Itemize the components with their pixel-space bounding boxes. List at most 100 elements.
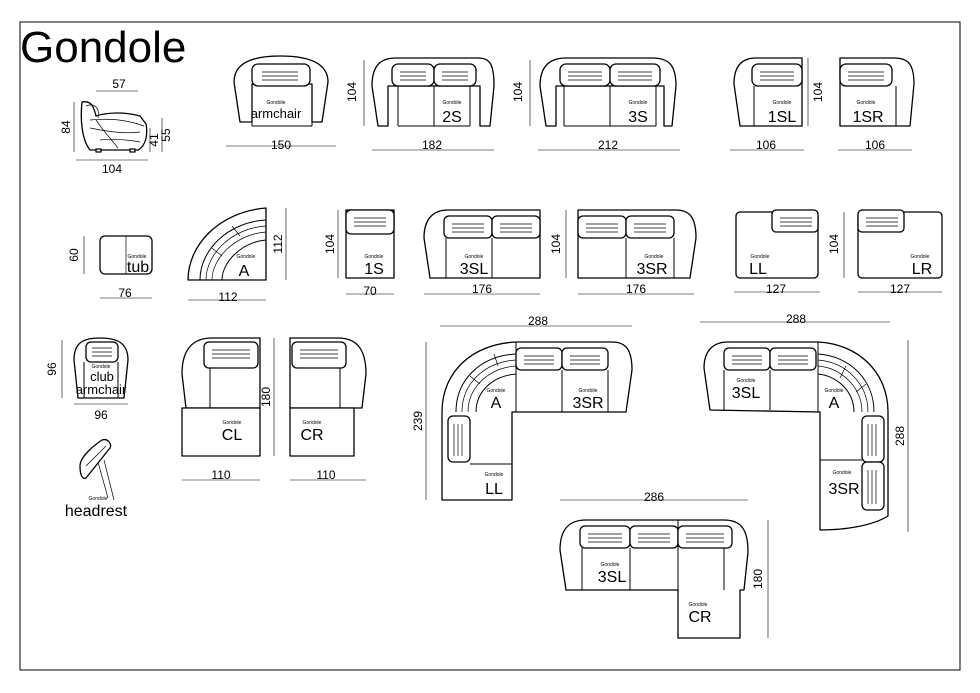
- 3s-label: 3S: [628, 109, 648, 126]
- 3sr-height-dim: 104: [549, 234, 563, 254]
- 3sl-brand-mark: Gondole: [465, 254, 484, 260]
- 1sl-height-dim: 104: [811, 82, 825, 102]
- side-depth-dim: 104: [102, 162, 122, 176]
- headrest-label: headrest: [65, 503, 128, 520]
- comp-right-3sr-brand: Gondole: [833, 470, 852, 476]
- 3sr-width-dim: 176: [626, 282, 646, 296]
- module-cl: Gondole CL 180 110: [181, 337, 275, 482]
- 3s-height-dim: 104: [511, 82, 525, 102]
- cl-label: CL: [222, 427, 243, 444]
- comp-bottom-label-cr: CR: [688, 609, 711, 626]
- composition-right: Gondole 3SL Gondole A Gondole 3SR 288 28…: [700, 312, 909, 532]
- cr-label: CR: [300, 427, 323, 444]
- 1sl-brand-mark: Gondole: [773, 100, 792, 106]
- armchair-label: armchair: [251, 106, 302, 121]
- side-arm-height-dim: 55: [159, 128, 173, 142]
- module-tub: Gondole tub 60 76: [67, 235, 153, 300]
- module-corner-a: Gondole A 112 112: [187, 207, 287, 304]
- comp-right-width-dim: 288: [786, 312, 806, 326]
- corner-a-label: A: [239, 263, 250, 280]
- cl-width-dim: 110: [211, 468, 230, 482]
- 1sr-brand-mark: Gondole: [857, 100, 876, 106]
- comp-right-a-brand: Gondole: [825, 388, 844, 394]
- ll-label: LL: [749, 261, 767, 278]
- comp-left-label-3sr: 3SR: [572, 395, 603, 412]
- side-seat-depth-dim: 57: [112, 77, 126, 91]
- lr-height-dim: 104: [827, 234, 841, 254]
- 1sr-width-dim: 106: [865, 138, 885, 152]
- ll-width-dim: 127: [766, 282, 786, 296]
- club-brand-mark: Gondole: [92, 364, 111, 370]
- 3sr-brand-mark: Gondole: [645, 254, 664, 260]
- cl-height-dim: 180: [259, 387, 273, 407]
- module-3sr: Gondole 3SR 104 176: [549, 209, 697, 296]
- headrest-brand-mark: Gondole: [89, 496, 108, 502]
- page-title: Gondole: [20, 23, 186, 72]
- 3sl-label: 3SL: [460, 261, 489, 278]
- 1s-brand-mark: Gondole: [365, 254, 384, 260]
- club-height-dim: 96: [45, 362, 59, 376]
- module-ll: Gondole LL 127: [734, 209, 820, 296]
- module-cr: Gondole CR 110: [289, 337, 367, 482]
- armchair-width-dim: 150: [271, 138, 291, 152]
- lr-label: LR: [912, 261, 932, 278]
- comp-right-3sl-brand: Gondole: [737, 378, 756, 384]
- armchair-brand-mark: Gondole: [267, 100, 286, 106]
- 3sr-label: 3SR: [636, 261, 667, 278]
- comp-right-label-3sr: 3SR: [828, 481, 859, 498]
- 1sl-label: 1SL: [768, 109, 797, 126]
- 3s-width-dim: 212: [598, 138, 618, 152]
- corner-a-brand-mark: Gondole: [237, 254, 256, 260]
- comp-bottom-label-3sl: 3SL: [598, 569, 627, 586]
- 3s-brand-mark: Gondole: [629, 100, 648, 106]
- side-profile-view: 57 104 84 41 55: [59, 77, 173, 176]
- club-width-dim: 96: [94, 408, 108, 422]
- comp-left-a-brand: Gondole: [487, 388, 506, 394]
- comp-left-height-dim: 239: [411, 411, 425, 431]
- 2s-label: 2S: [442, 109, 462, 126]
- module-1s: Gondole 1S 104 70: [323, 209, 395, 298]
- 2s-brand-mark: Gondole: [443, 100, 462, 106]
- 1s-label: 1S: [364, 261, 384, 278]
- comp-left-width-dim: 288: [528, 314, 548, 328]
- module-1sr: Gondole 1SR 106: [838, 57, 915, 152]
- comp-bottom-3sl-brand: Gondole: [601, 562, 620, 568]
- module-2s: Gondole 2S 104 182: [345, 57, 495, 152]
- 1s-height-dim: 104: [323, 234, 337, 254]
- 1s-width-dim: 70: [363, 284, 377, 298]
- module-1sl: Gondole 1SL 104 106: [730, 57, 825, 152]
- module-headrest: Gondole headrest: [65, 438, 128, 520]
- comp-right-label-3sl: 3SL: [732, 385, 761, 402]
- module-3s: Gondole 3S 104 212: [511, 57, 680, 152]
- comp-left-label-ll: LL: [485, 481, 503, 498]
- comp-left-label-a: A: [491, 395, 502, 412]
- composition-left: Gondole A Gondole 3SR Gondole LL 288 239: [411, 314, 633, 501]
- comp-right-height-dim: 288: [893, 426, 907, 446]
- ll-brand-mark: Gondole: [751, 254, 770, 260]
- module-armchair: Gondole armchair 150: [226, 55, 336, 152]
- tub-label: tub: [127, 259, 149, 276]
- comp-bottom-height-dim: 180: [751, 569, 765, 589]
- 2s-height-dim: 104: [345, 82, 359, 102]
- side-seat-height-dim: 41: [147, 133, 161, 147]
- module-3sl: Gondole 3SL 176: [423, 209, 541, 296]
- tub-width-dim: 76: [118, 286, 132, 300]
- tub-height-dim: 60: [67, 248, 81, 262]
- club-label-line1: club: [90, 369, 114, 384]
- corner-a-width-dim: 112: [218, 290, 237, 304]
- module-club-armchair: Gondole club armchair 96 96: [45, 337, 129, 422]
- cl-brand-mark: Gondole: [223, 420, 242, 426]
- 2s-width-dim: 182: [422, 138, 442, 152]
- module-lr: Gondole LR 104 127: [827, 209, 943, 296]
- page-frame: [19, 21, 961, 671]
- composition-bottom: Gondole 3SL Gondole CR 286 180: [559, 490, 769, 639]
- comp-bottom-cr-brand: Gondole: [689, 602, 708, 608]
- comp-bottom-width-dim: 286: [644, 490, 664, 504]
- lr-width-dim: 127: [890, 282, 910, 296]
- club-label-line2: armchair: [76, 382, 127, 397]
- lr-brand-mark: Gondole: [911, 254, 930, 260]
- cr-width-dim: 110: [316, 468, 335, 482]
- 1sr-label: 1SR: [852, 109, 883, 126]
- comp-right-label-a: A: [829, 395, 840, 412]
